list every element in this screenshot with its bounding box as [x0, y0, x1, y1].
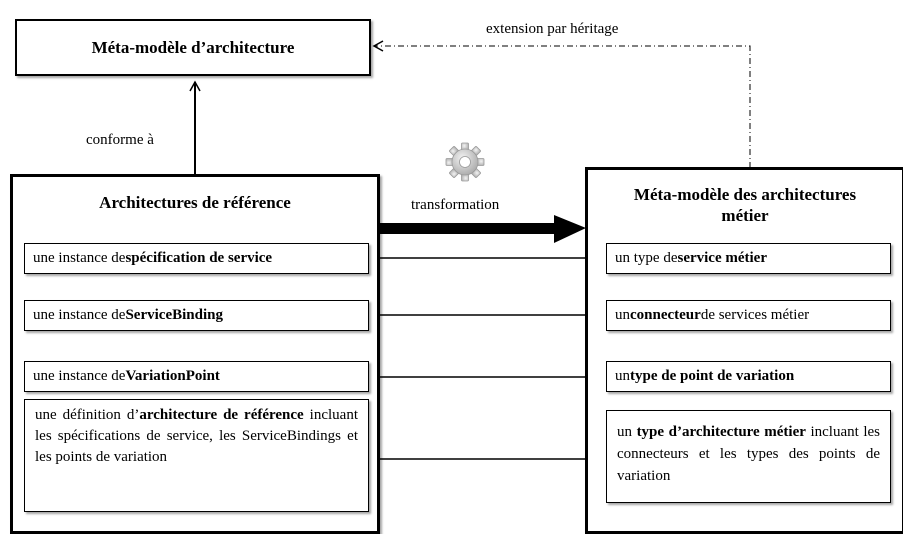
item-text: une définition d’	[35, 407, 140, 423]
item-bold: type de point de variation	[630, 368, 795, 384]
transformation-arrow-head	[554, 215, 586, 243]
transformation-label: transformation	[411, 197, 500, 213]
item-text: une instance de	[33, 250, 126, 266]
item-text: un	[615, 368, 630, 384]
item-text: de services métier	[700, 307, 810, 323]
item-text: un	[617, 424, 637, 440]
item-text: un type de	[615, 250, 678, 266]
item-text: une instance de	[33, 368, 126, 384]
item-text: incluant les connecteurs et les types de…	[617, 424, 881, 484]
reference-item-architecture-definition: une définition d’architecture de référen…	[24, 399, 369, 512]
reference-item-servicebinding: une instance de ServiceBinding	[24, 300, 369, 331]
reference-title: Architectures de référence	[99, 193, 291, 212]
reference-item-variationpoint: une instance de VariationPoint	[24, 361, 369, 392]
item-bold: VariationPoint	[125, 368, 220, 384]
transformation-arrow-shaft	[376, 223, 556, 234]
metier-item-service-type: un type de service métier	[606, 243, 891, 274]
metier-item-connecteur: un connecteur de services métier	[606, 300, 891, 331]
item-paragraph: un type d’architecture métier incluant l…	[617, 421, 880, 487]
conforme-label: conforme à	[86, 132, 154, 148]
extension-arrow	[372, 40, 751, 168]
item-bold: architecture de référence	[139, 407, 304, 423]
item-bold: type d’architecture métier	[636, 424, 806, 440]
item-bold: service métier	[677, 250, 768, 266]
meta-model-title: Méta-modèle d’architecture	[91, 38, 295, 57]
item-text: un	[615, 307, 630, 323]
metier-item-architecture-type: un type d’architecture métier incluant l…	[606, 410, 891, 503]
item-text: incluant les spécifications de service, …	[35, 407, 358, 465]
gear-icon	[445, 142, 485, 182]
item-bold: connecteur	[630, 307, 701, 323]
item-bold: ServiceBinding	[125, 307, 223, 323]
reference-item-service-spec: une instance de spécification de service	[24, 243, 369, 274]
item-bold: spécification de service	[125, 250, 273, 266]
metier-title: Méta-modèle des architectures métier	[633, 185, 857, 225]
item-paragraph: une définition d’architecture de référen…	[35, 405, 358, 468]
item-text: une instance de	[33, 307, 126, 323]
metier-item-variation-point-type: un type de point de variation	[606, 361, 891, 392]
extension-label: extension par héritage	[486, 21, 619, 37]
meta-model-box: Méta-modèle d’architecture	[15, 19, 371, 76]
